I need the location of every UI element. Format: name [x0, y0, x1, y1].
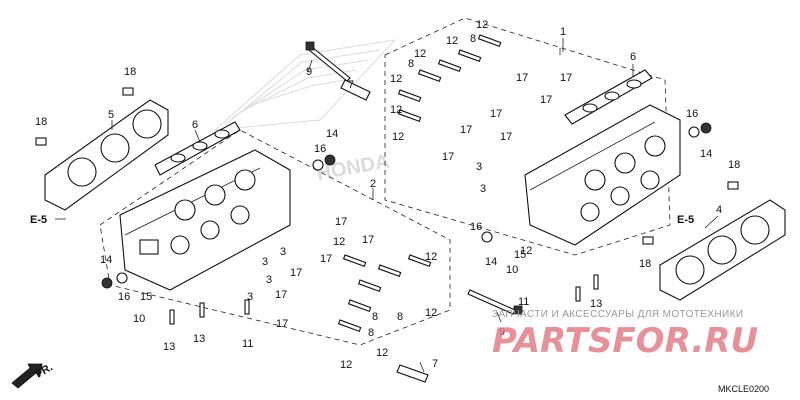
port-gasket-left [154, 121, 241, 176]
callout: 17 [516, 72, 528, 84]
callout: 17 [540, 94, 552, 106]
callout: 17 [276, 318, 288, 330]
callout: 9 [499, 326, 505, 338]
callout: 8 [368, 327, 374, 339]
callout: 17 [460, 124, 472, 136]
callout: 14 [326, 128, 338, 140]
caps-and-washers [101, 122, 712, 289]
sensor-top [340, 79, 371, 101]
callout: 15 [140, 291, 152, 303]
callout: 14 [700, 148, 712, 160]
watermark-logo-text: PARTSFOR.RU [492, 321, 758, 361]
ref-tag-left: E-5 [30, 214, 47, 226]
callout: 14 [485, 256, 497, 268]
callout: 12 [446, 35, 458, 47]
callout: 18 [35, 116, 47, 128]
callout: 7 [432, 358, 438, 370]
callout: 12 [425, 251, 437, 263]
callout: 6 [192, 119, 198, 131]
callout: 9 [306, 66, 312, 78]
callout: 16 [686, 108, 698, 120]
callout-labels: 1 2 3 3 3 3 3 3 4 5 6 6 7 7 8 8 8 8 8 9 … [35, 19, 740, 371]
callout: 8 [470, 33, 476, 45]
callout: 12 [392, 131, 404, 143]
port-gasket-right [564, 69, 653, 125]
callout: 18 [639, 258, 651, 270]
callout: 11 [518, 296, 529, 308]
sensor-bottom [396, 364, 429, 383]
callout: 3 [266, 274, 272, 286]
leader-lines [111, 38, 719, 373]
callout: 12 [376, 347, 388, 359]
callout: 17 [335, 216, 347, 228]
callout: 13 [590, 298, 602, 310]
callout: 15 [514, 249, 526, 261]
callout: 12 [340, 359, 352, 371]
callout: 17 [500, 131, 512, 143]
callout: 3 [262, 256, 268, 268]
small-hardware [169, 34, 599, 332]
callout: 5 [108, 109, 114, 121]
long-bolt-bottom [467, 289, 523, 315]
callout: 1 [560, 26, 566, 38]
callout: 3 [480, 183, 486, 195]
diagram-code: MKCLE0200 [718, 384, 769, 394]
callout: 8 [408, 58, 414, 70]
callout: 13 [193, 333, 205, 345]
callout: 12 [414, 48, 426, 60]
callout: 16 [118, 291, 130, 303]
callout: 17 [290, 267, 302, 279]
callout: 8 [397, 311, 403, 323]
callout: 10 [133, 313, 145, 325]
callout: 11 [242, 338, 253, 350]
callout: 17 [490, 108, 502, 120]
callout: 16 [470, 221, 482, 233]
callout: 12 [390, 73, 402, 85]
callout: 12 [476, 19, 488, 31]
callout: 3 [280, 246, 286, 258]
svg-text:HONDA: HONDA [315, 151, 391, 185]
callout: 17 [320, 253, 332, 265]
callout: 6 [630, 51, 636, 63]
dowel-pin-set [35, 87, 739, 245]
callout: 18 [124, 66, 136, 78]
callout: 12 [333, 236, 345, 248]
cylinder-head-right [524, 104, 681, 246]
head-gasket-right [659, 199, 786, 301]
front-arrow-icon [11, 363, 43, 389]
callout: 18 [728, 159, 740, 171]
callout: 12 [390, 104, 402, 116]
callout: 14 [100, 254, 112, 266]
callout: 12 [520, 245, 532, 257]
callout: 8 [372, 311, 378, 323]
callout: 17 [275, 289, 287, 301]
head-gasket-left [44, 99, 169, 211]
callout: 4 [716, 204, 722, 216]
callout: 10 [506, 264, 518, 276]
callout: 12 [425, 307, 437, 319]
assembly-outline-1 [384, 17, 671, 256]
ref-tag-right: E-5 [677, 214, 694, 226]
callout: 7 [348, 79, 354, 91]
callout: 3 [476, 161, 482, 173]
watermark-caption: ЗАПЧАСТИ И АКСЕССУАРЫ ДЛЯ МОТОТЕХНИКИ [492, 309, 743, 320]
cylinder-head-left [119, 149, 291, 291]
callout: 13 [163, 341, 175, 353]
callout: 17 [442, 151, 454, 163]
callout: 2 [370, 178, 376, 190]
callout: 17 [362, 234, 374, 246]
callout: 16 [314, 143, 326, 155]
callout: 3 [247, 291, 253, 303]
callout: 17 [560, 72, 572, 84]
